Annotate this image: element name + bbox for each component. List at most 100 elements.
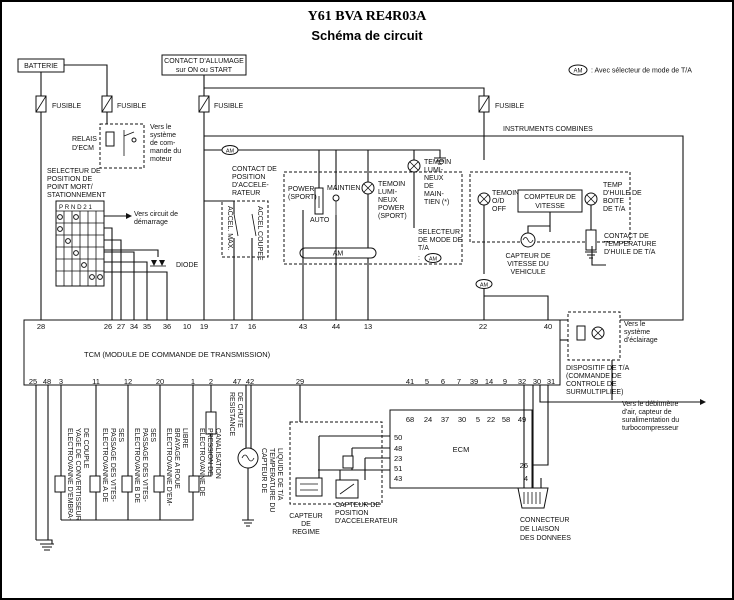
ecm-box [389,409,533,489]
svg-text:turbocompresseur: turbocompresseur [622,425,679,432]
relay-coil-icon [105,130,137,156]
ecm-left-pin-3: 51 [394,464,402,473]
tcm-top-pin-12: 13 [364,322,372,331]
ground-icon [242,519,254,527]
ecm-left-pin-2: 23 [394,454,402,463]
overdrive-label: DISPOSITIF DE T/A [566,365,630,372]
svg-text:TIEN (*): TIEN (*) [424,199,449,206]
tcm-top-pin-9: 16 [248,322,256,331]
svg-text:STATIONNEMENT: STATIONNEMENT [47,192,107,199]
fuse-label-4: FUSIBLE [495,103,525,110]
svg-text:VITESSE: VITESSE [535,203,565,210]
svg-text:D'HUILE DE: D'HUILE DE [603,190,642,197]
hold-lamp-label: TEMOIN [424,159,451,166]
svg-text:REGIME: REGIME [292,529,320,536]
ecm-top-pin-4: 5 [476,415,480,424]
oil-temp-lamp-label: TEMP [603,182,623,189]
svg-text:D'ACCELE-: D'ACCELE- [232,182,269,189]
diagram-title: Y61 BVA RE4R03A [308,9,428,24]
svg-text:AM: AM [574,69,583,75]
diode-icon [150,260,166,267]
tcm-bottom-pin-9: 42 [246,377,254,386]
lamp-icon [584,192,598,206]
oil-temp-switch-label: CONTACT DE [604,233,649,240]
svg-text:TEMPERATURE DU: TEMPERATURE DU [268,448,275,512]
svg-text:système: système [150,132,176,139]
tcm-top-pin-4: 35 [143,322,151,331]
lamp-icon [407,159,421,173]
tcm-bottom-pin-6: 1 [191,377,195,386]
ecm-top-pin-1: 24 [424,415,432,424]
maintien-label: MAINTIEN [327,185,360,192]
tcm-bottom-pin-14: 7 [457,377,461,386]
svg-text:CONTROLE DE: CONTROLE DE [566,381,617,388]
svg-text:POSITION DE: POSITION DE [47,176,92,183]
svg-text:PASSAGE DES VITES-: PASSAGE DES VITES- [109,428,116,502]
speedometer-label: COMPTEUR DE [524,194,576,201]
relay-note: Vers le [150,124,172,131]
svg-text:SURMULTIPLIEE): SURMULTIPLIEE) [566,389,623,396]
svg-text:AM: AM [226,149,235,155]
svg-text:PRESSION DE: PRESSION DE [206,428,213,476]
accel-coupe-label: ACCEL COUPEE [256,206,263,261]
tcm-top-pin-7: 19 [200,322,208,331]
ecm-top-pin-0: 68 [406,415,414,424]
throttle-sensor-icon [335,479,359,499]
switch-icon [233,213,257,237]
svg-text:DE: DE [424,183,434,190]
svg-text:T/A: T/A [418,245,429,252]
svg-text:BOITE: BOITE [603,198,624,205]
svg-text:moteur: moteur [150,156,172,163]
shift-b-solenoid-label: ELECTROVANNE B DE [133,428,140,503]
ecm-label: ECM [453,445,470,454]
line-pressure-solenoid-label: ELECTROVANNE DE [198,428,205,497]
tcm-top-pin-10: 43 [299,322,307,331]
svg-text:POWER: POWER [378,205,404,212]
svg-text:AM: AM [333,251,344,258]
tcm-top-pin-11: 44 [332,322,340,331]
tcm-bottom-pin-16: 14 [485,377,493,386]
svg-text:LUMI-: LUMI- [424,167,444,174]
tcm-top-pin-5: 36 [163,322,171,331]
fuse-icon [35,95,47,113]
svg-text:AM: AM [480,283,489,289]
fluid-temp-sensor-label: CAPTEUR DE [260,448,267,493]
tcm-top-pin-6: 10 [183,322,191,331]
tcm-bottom-pin-1: 48 [43,377,51,386]
tcm-bottom-pin-0: 25 [29,377,37,386]
tcc-solenoid-label: ELECTROVANNE D'EMBRA- [66,428,73,521]
solenoid-icon [54,475,66,493]
solenoid-icon [188,475,200,493]
accel-switch-label: CONTACT DE [232,166,277,173]
svg-text:de com-: de com- [150,140,176,147]
ecm-left-pin-1: 48 [394,444,402,453]
lamp-icon [361,181,375,195]
svg-text:d'éclairage: d'éclairage [624,337,658,344]
svg-text:SES: SES [149,428,156,442]
mode-switch-icon [314,187,324,215]
fuse-label-3: FUSIBLE [214,103,244,110]
lamp-icon [591,326,605,340]
fuse-label-2: FUSIBLE [117,103,147,110]
tcm-bottom-pin-10: 29 [296,377,304,386]
svg-text:POINT MORT/: POINT MORT/ [47,184,93,191]
ecm-right-pin-1: 4 [524,474,528,483]
svg-text:suralimentation du: suralimentation du [622,417,679,424]
svg-text:DE T/A: DE T/A [603,206,626,213]
svg-text:POSITION: POSITION [232,174,265,181]
tcm-bottom-pin-13: 6 [441,377,445,386]
solenoid-icon [121,475,133,493]
am-badge-icon [568,64,588,76]
svg-text:D'ACCELERATEUR: D'ACCELERATEUR [335,518,398,525]
svg-text:DE LIAISON: DE LIAISON [520,526,559,533]
svg-text:O/D: O/D [492,198,504,205]
overrun-solenoid-label: ELECTROVANNE D'EM- [165,428,172,506]
svg-text:DE: DE [301,521,311,528]
ecm-top-pin-3: 30 [458,415,466,424]
ecm-top-pin-7: 49 [518,415,526,424]
auto-label: AUTO [310,217,330,224]
